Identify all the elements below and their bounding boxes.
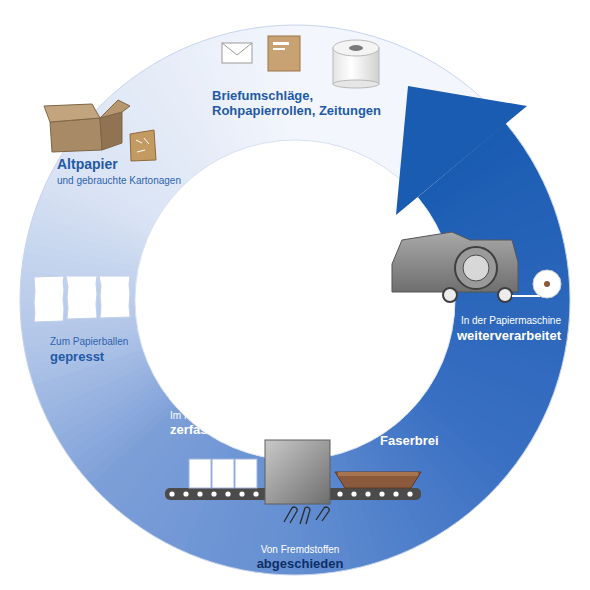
stage-note: In der Papiermaschine (461, 315, 561, 327)
foreign-matter-clips (284, 507, 329, 524)
roller (351, 491, 356, 496)
paper-bag-icon-part (130, 130, 156, 161)
paper-machine-part (544, 281, 550, 287)
roller (197, 491, 202, 496)
envelope-icon-part (222, 43, 252, 55)
cardboard-box-icon-part (100, 100, 130, 118)
roller (183, 491, 188, 496)
pulper-box (265, 440, 330, 504)
pulp-trough-part (335, 472, 421, 488)
stage-note: und gebrauchte Kartonagen (57, 175, 181, 187)
roller (407, 491, 412, 496)
paper-bag-icon (130, 130, 156, 161)
stage-note: Von Fremdstoffen (225, 544, 375, 556)
paper-roll-icon (333, 40, 379, 88)
paper-bales-part (66, 276, 97, 319)
roller (169, 491, 174, 496)
paper-machine-part (498, 288, 512, 302)
foreign-matter-clips-part (316, 507, 329, 521)
ring-outline (20, 25, 570, 575)
stage-note: Zum Papierballen (50, 336, 128, 348)
roller (253, 491, 258, 496)
paper-machine-part (392, 232, 518, 292)
stage-title: gepresst (50, 350, 104, 365)
paper-machine (392, 232, 561, 302)
cardboard-box-icon-part (50, 118, 102, 152)
paper-roll-icon-part (333, 80, 379, 88)
paper-bales-part (99, 276, 130, 318)
paper-machine-part (533, 270, 561, 298)
cycle-ring (20, 25, 570, 575)
paper-bag-icon-part (136, 138, 149, 152)
paper-machine-part (512, 295, 540, 297)
paper-roll-icon-part (349, 45, 363, 51)
paper-bales-part (34, 276, 64, 322)
paper-bales (34, 276, 130, 322)
bales-on-belt (189, 459, 257, 488)
roller (393, 491, 398, 496)
pulp-trough (335, 472, 421, 488)
foreign-matter-clips-part (284, 507, 297, 523)
paper-booklet-icon-part (268, 36, 300, 71)
stage-note: Im Pulper (170, 410, 213, 422)
envelope-icon (222, 43, 252, 63)
roller (211, 491, 216, 496)
roller (365, 491, 370, 496)
pulp-trough-part (338, 472, 418, 476)
stage-title: abgeschieden (225, 557, 375, 572)
cardboard-box-icon (44, 100, 130, 152)
paper-booklet-icon-part (273, 48, 285, 50)
roller (337, 491, 342, 496)
paper-roll-icon-part (333, 40, 379, 56)
paper-machine-part (455, 247, 497, 289)
stage-title: zerfasert (170, 423, 224, 438)
paper-booklet-icon (268, 36, 300, 71)
stage-title: weiterverarbeitet (457, 329, 561, 344)
bales-on-belt-part (212, 459, 234, 488)
cardboard-box-icon-part (100, 112, 122, 150)
paper-booklet-icon-part (273, 42, 289, 45)
cardboard-box-icon-part (44, 104, 100, 122)
cycle-arrowhead (396, 86, 527, 215)
roller (379, 491, 384, 496)
envelope-icon-part (222, 43, 252, 63)
bales-on-belt-part (235, 459, 257, 488)
bales-on-belt-part (189, 459, 211, 488)
stage-title: Altpapier (57, 156, 118, 172)
foreign-matter-clips-part (300, 507, 310, 524)
roller (239, 491, 244, 496)
roller (225, 491, 230, 496)
stage-title: Faserbrei (380, 434, 439, 449)
paper-machine-part (443, 288, 457, 302)
paper-machine-part (463, 255, 489, 281)
product-label: Briefumschläge, Rohpapierrollen, Zeitung… (212, 89, 394, 119)
